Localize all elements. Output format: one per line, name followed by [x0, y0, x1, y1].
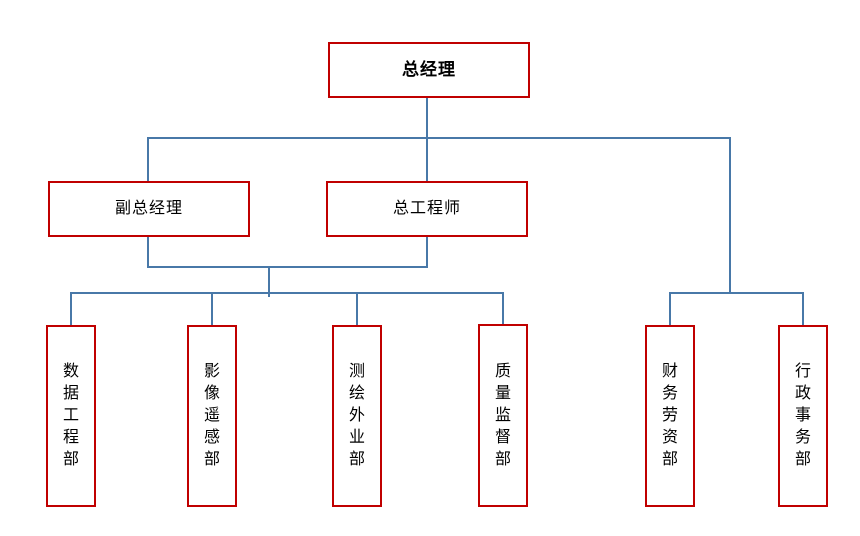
org-node-dept-data-engineering: 数据工程部: [46, 325, 96, 507]
connector-drop-dept-6: [802, 292, 804, 325]
org-node-dept-surveying-field: 测绘外业部: [332, 325, 382, 507]
org-node-label: 财务劳资部: [662, 363, 679, 468]
connector-horizontal-depts-right: [669, 292, 804, 294]
connector-vertical-right-branch: [729, 137, 731, 294]
org-node-dept-admin-affairs: 行政事务部: [778, 325, 828, 507]
org-node-dept-quality-supervision: 质量监督部: [478, 324, 528, 507]
connector-vertical-root: [426, 97, 428, 181]
org-node-label: 行政事务部: [795, 363, 812, 468]
org-node-label: 影像遥感部: [204, 363, 221, 468]
connector-drop-dept-1: [70, 292, 72, 325]
connector-vertical-chief-bottom: [426, 236, 428, 268]
org-node-label: 总经理: [402, 59, 456, 79]
org-node-deputy-general-manager: 副总经理: [48, 181, 250, 237]
connector-horizontal-mid: [147, 266, 428, 268]
org-node-label: 数据工程部: [63, 363, 80, 468]
org-node-dept-imaging-remote-sensing: 影像遥感部: [187, 325, 237, 507]
org-node-chief-engineer: 总工程师: [326, 181, 528, 237]
connector-horizontal-top: [147, 137, 731, 139]
org-node-label: 质量监督部: [495, 362, 512, 468]
connector-drop-dept-4: [502, 292, 504, 325]
connector-vertical-deputy-top: [147, 137, 149, 181]
connector-horizontal-depts-left: [70, 292, 504, 294]
org-node-label: 副总经理: [114, 200, 183, 218]
connector-vertical-mid-stub: [268, 266, 270, 297]
org-node-general-manager: 总经理: [328, 42, 530, 98]
org-node-dept-finance-labor: 财务劳资部: [645, 325, 695, 507]
org-node-label: 总工程师: [392, 200, 461, 218]
connector-drop-dept-3: [356, 292, 358, 325]
org-node-label: 测绘外业部: [349, 363, 366, 468]
connector-drop-dept-2: [211, 292, 213, 325]
connector-vertical-deputy-bottom: [147, 236, 149, 268]
connector-drop-dept-5: [669, 292, 671, 325]
